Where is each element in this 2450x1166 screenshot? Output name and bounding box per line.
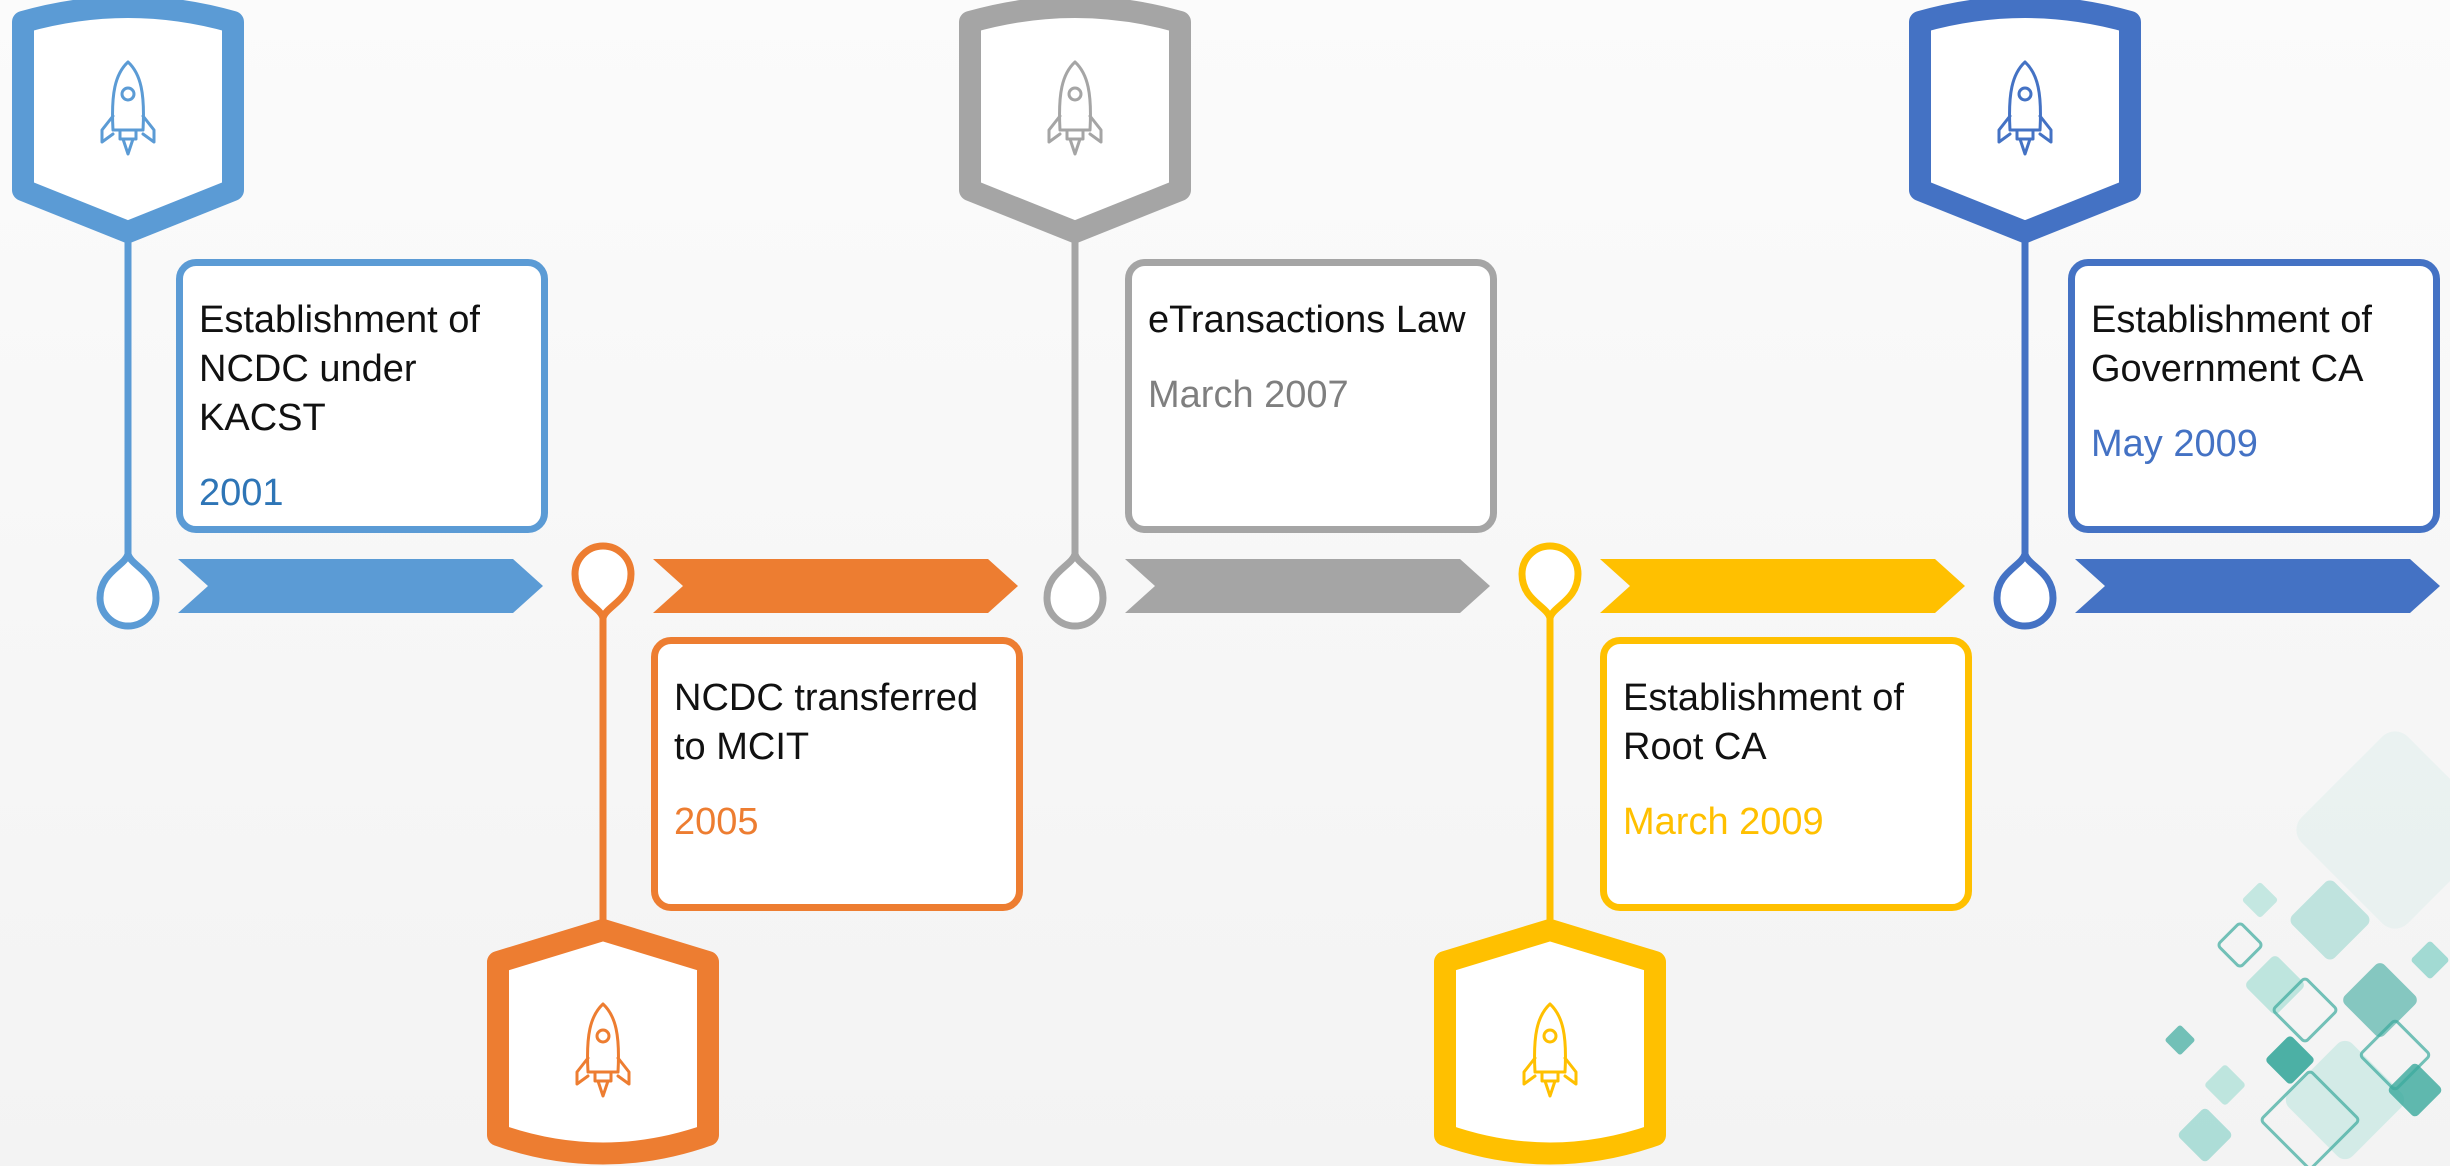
milestone-badge xyxy=(959,0,1191,243)
timeline-node-1 xyxy=(12,0,543,630)
timeline-pin xyxy=(96,552,160,630)
event-card-1: Establishment of NCDC under KACST 2001 xyxy=(176,259,548,533)
timeline-node-2 xyxy=(487,542,1018,1165)
event-date-4: March 2009 xyxy=(1623,801,1824,843)
event-card-4: Establishment of Root CA March 2009 xyxy=(1600,637,1972,911)
event-title-4: Establishment of Root CA xyxy=(1623,677,1904,768)
rocket-icon xyxy=(1047,60,1103,156)
diamond-pattern xyxy=(2165,731,2450,1166)
event-title-2: NCDC transferred to MCIT xyxy=(674,677,979,768)
rocket-icon xyxy=(1522,1002,1578,1098)
event-date-3: March 2007 xyxy=(1148,374,1349,416)
event-card-3: eTransactions Law March 2007 xyxy=(1125,259,1497,533)
timeline-node-5 xyxy=(1909,0,2440,630)
event-date-2: 2005 xyxy=(674,801,759,843)
milestone-badge xyxy=(12,0,244,243)
event-card-2: NCDC transferred to MCIT 2005 xyxy=(651,637,1023,911)
timeline-node-3 xyxy=(959,0,1490,630)
timeline-pin xyxy=(571,542,635,620)
event-title-3: eTransactions Law xyxy=(1148,299,1466,341)
event-title-5: Establishment of Government CA xyxy=(2091,299,2372,390)
timeline-pin xyxy=(1518,542,1582,620)
arrow-segment xyxy=(653,559,1018,613)
event-title-1: Establishment of NCDC under KACST xyxy=(199,299,480,439)
event-date-1: 2001 xyxy=(199,472,284,514)
arrow-segment xyxy=(1600,559,1965,613)
timeline-pin xyxy=(1993,552,2057,630)
arrow-segment xyxy=(2075,559,2440,613)
rocket-icon xyxy=(575,1002,631,1098)
arrow-segment xyxy=(1125,559,1490,613)
rocket-icon xyxy=(100,60,156,156)
milestone-badge xyxy=(1909,0,2141,243)
event-date-5: May 2009 xyxy=(2091,423,2258,465)
rocket-icon xyxy=(1997,60,2053,156)
event-card-5: Establishment of Government CA May 2009 xyxy=(2068,259,2440,533)
timeline-pin xyxy=(1043,552,1107,630)
arrow-segment xyxy=(178,559,543,613)
timeline-node-4 xyxy=(1434,542,1965,1165)
